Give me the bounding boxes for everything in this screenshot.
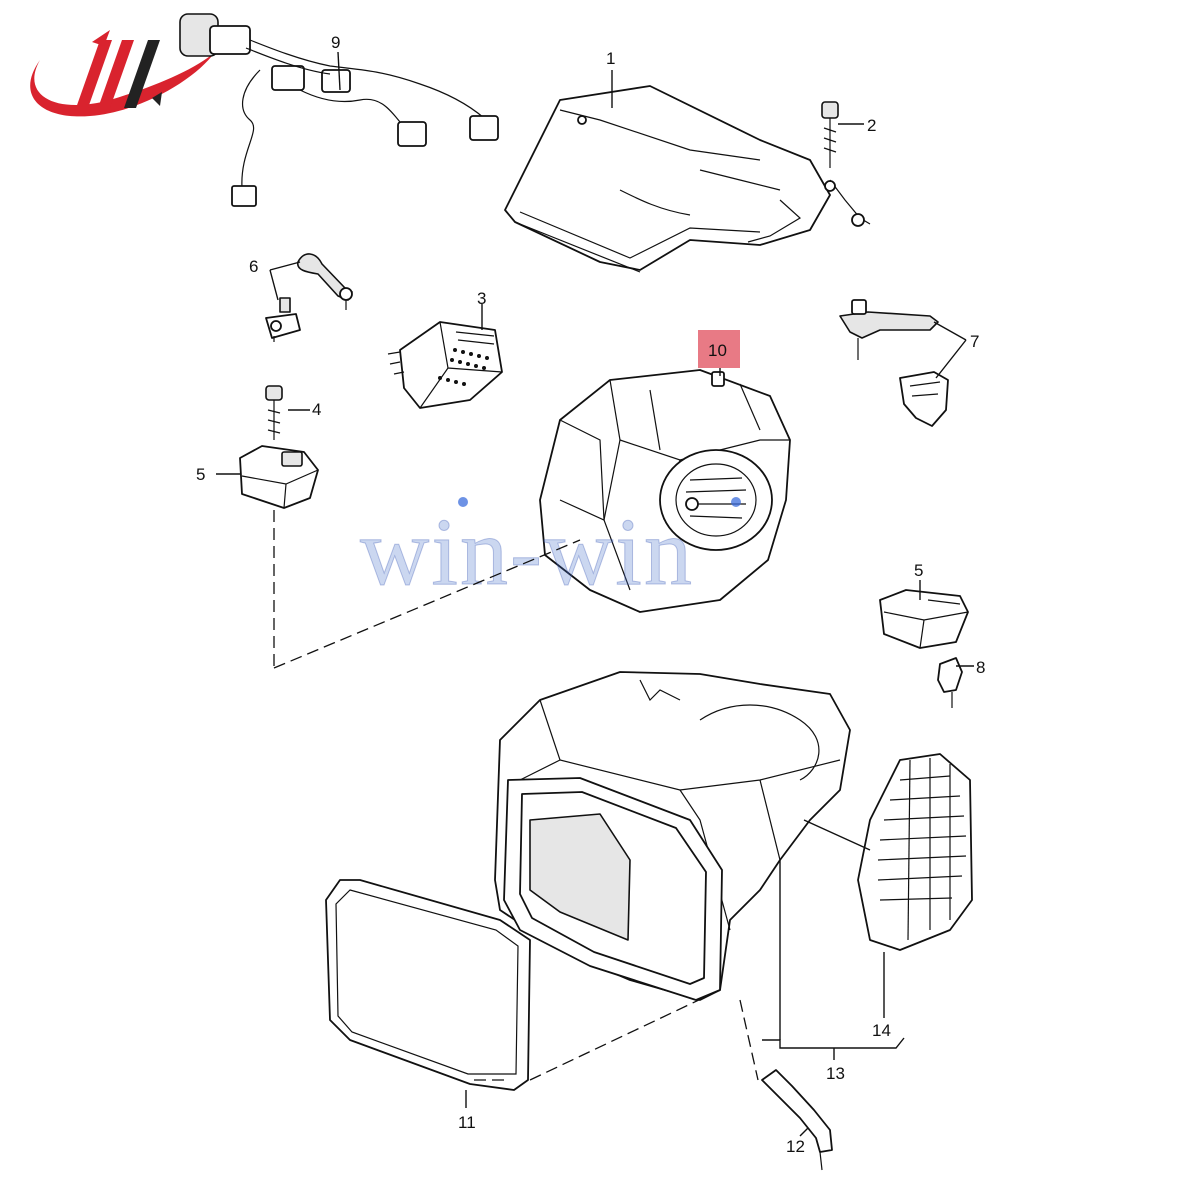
blower-housing-part-10 bbox=[539, 369, 791, 613]
cover-plate-part-14 bbox=[857, 753, 973, 951]
servo-motor-part-5-right bbox=[879, 589, 969, 649]
watermark-text: win-win bbox=[360, 498, 694, 605]
wiring-harness-part-9 bbox=[179, 13, 499, 207]
screw-part-4 bbox=[265, 385, 283, 440]
callout-13: 13 bbox=[826, 1064, 845, 1083]
callout-3: 3 bbox=[477, 289, 486, 308]
seal-part-11 bbox=[325, 879, 531, 1091]
callout-9: 9 bbox=[331, 33, 340, 52]
drain-hose-part-12 bbox=[761, 1069, 833, 1171]
watermark-dot-icon bbox=[458, 497, 468, 507]
callout-6: 6 bbox=[249, 257, 258, 276]
upper-housing-cover-part-1 bbox=[504, 85, 831, 273]
control-module-part-3 bbox=[387, 321, 503, 409]
highlight-box-part-10 bbox=[698, 330, 740, 368]
callout-8: 8 bbox=[976, 658, 985, 677]
callout-11: 11 bbox=[458, 1113, 476, 1132]
leader-lines bbox=[216, 51, 974, 1137]
callout-14: 14 bbox=[872, 1021, 891, 1040]
assembly-lines bbox=[273, 510, 759, 1081]
watermark-dot-icon bbox=[731, 497, 741, 507]
callout-5-right: 5 bbox=[914, 561, 923, 580]
screw-part-2 bbox=[821, 101, 871, 227]
callout-5-left: 5 bbox=[196, 465, 205, 484]
lever-part-7 bbox=[839, 299, 949, 427]
callout-10: 10 bbox=[708, 341, 727, 360]
linkage-part-6 bbox=[265, 253, 353, 342]
servo-motor-part-5-left bbox=[239, 445, 319, 509]
callout-2: 2 bbox=[867, 116, 876, 135]
callout-12: 12 bbox=[786, 1137, 805, 1156]
callout-4: 4 bbox=[312, 400, 321, 419]
callout-7: 7 bbox=[970, 332, 979, 351]
brand-logo bbox=[30, 30, 215, 117]
front-frame bbox=[503, 777, 723, 1001]
callout-1: 1 bbox=[606, 49, 615, 68]
